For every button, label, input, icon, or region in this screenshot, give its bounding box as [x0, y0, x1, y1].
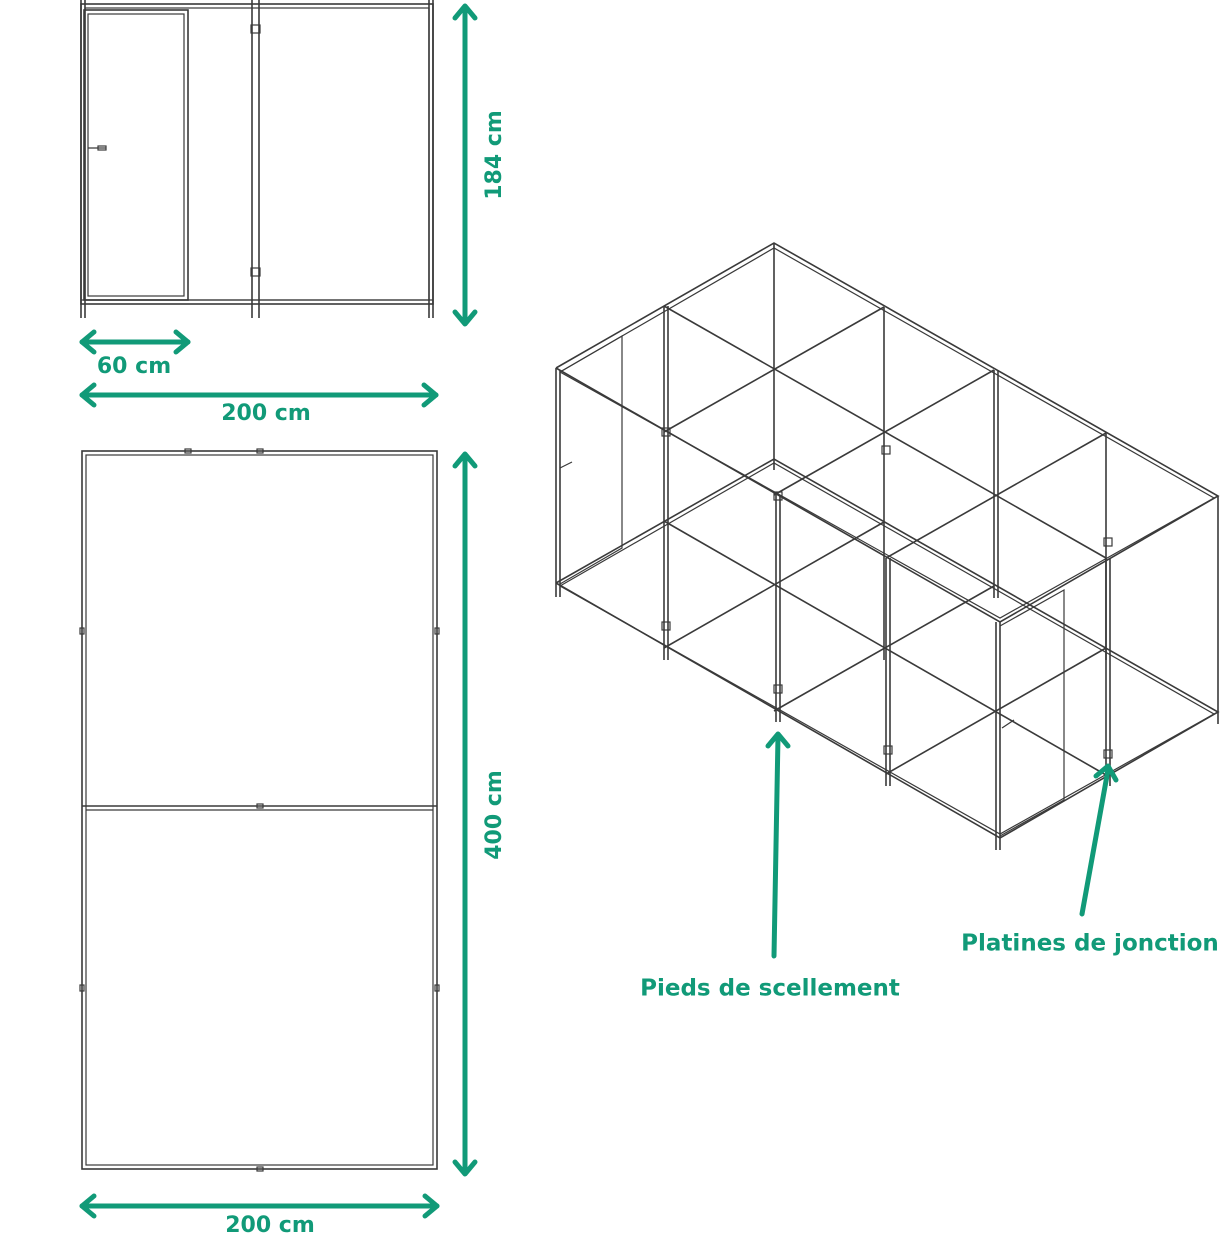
front-width-dimension-arrow	[79, 382, 439, 408]
door-width-label: 60 cm	[96, 354, 172, 379]
top-width-label: 200 cm	[225, 1213, 315, 1238]
height-label: 184 cm	[482, 110, 507, 200]
callout-plates-label: Platines de jonction	[961, 930, 1219, 957]
callout-feet-label: Pieds de scellement	[640, 975, 900, 1002]
length-label: 400 cm	[482, 770, 507, 860]
isometric-kennel-drawing	[555, 242, 1220, 850]
top-view-drawing	[79, 448, 440, 1172]
length-dimension-arrow	[452, 451, 478, 1177]
front-view-drawing	[80, 0, 434, 318]
height-dimension-arrow	[452, 3, 478, 327]
callout-arrow-plates	[1079, 763, 1119, 917]
front-width-label: 200 cm	[221, 401, 311, 426]
door-width-dimension-arrow	[79, 329, 191, 355]
callout-arrow-feet	[765, 731, 791, 959]
top-width-dimension-arrow	[79, 1193, 440, 1219]
